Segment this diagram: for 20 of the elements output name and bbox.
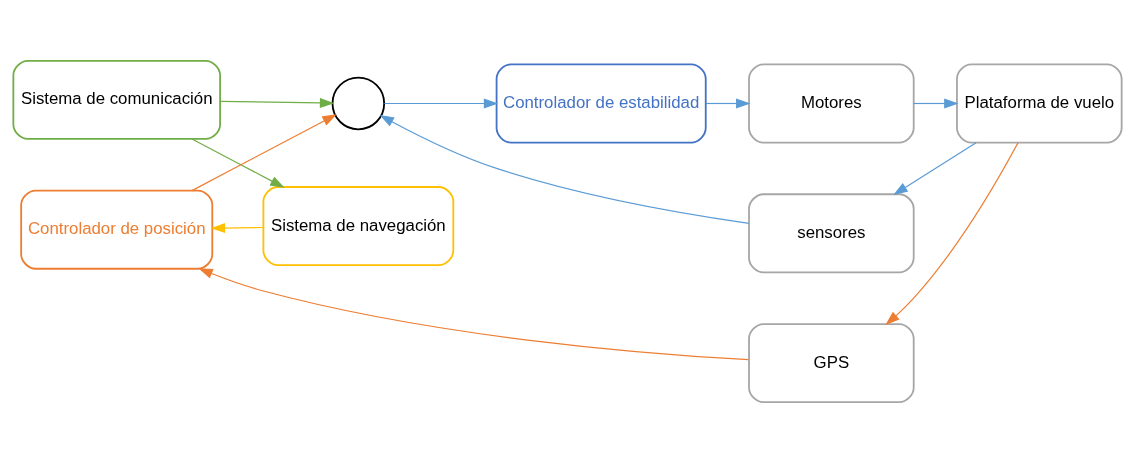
arrow	[885, 141, 1019, 325]
node-box: GPS	[748, 322, 915, 403]
node-box: Controlador de estabilidad	[495, 63, 707, 143]
arrow	[383, 97, 499, 109]
node-box: Sistema de comunicación	[12, 59, 221, 140]
arrow	[191, 113, 337, 191]
arrow	[705, 97, 751, 109]
arrow	[198, 267, 750, 360]
arrow	[219, 97, 335, 108]
node-box: Sistema de navegación	[262, 185, 455, 266]
node-box: Controlador de posición	[20, 189, 214, 270]
arrow	[210, 222, 264, 233]
arrow	[893, 141, 977, 195]
arrow	[379, 114, 750, 224]
node-box: Motores	[748, 63, 915, 143]
node-box: Plataforma de vuelo	[956, 63, 1123, 143]
node-box: sensores	[748, 192, 915, 273]
arrow	[913, 97, 959, 109]
node-circle	[331, 76, 386, 130]
arrow	[191, 137, 285, 188]
